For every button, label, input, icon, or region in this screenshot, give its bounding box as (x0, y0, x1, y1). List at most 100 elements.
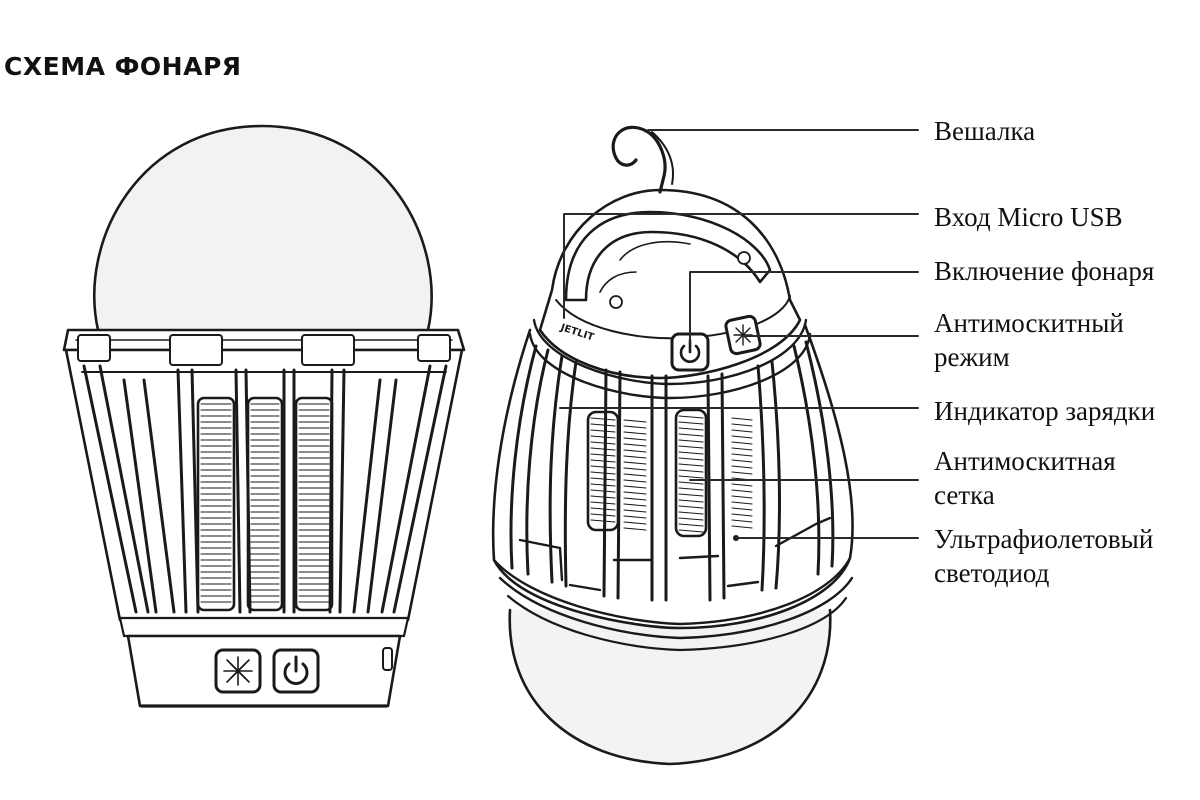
coil-line (623, 503, 647, 507)
coil-line (590, 501, 616, 505)
coil-line (731, 447, 753, 451)
coil-line (590, 447, 616, 451)
coil-line (590, 507, 616, 511)
side-base (126, 634, 402, 708)
label-hanger: Вешалка (934, 116, 1036, 146)
cap-mosquito-mode-button (724, 314, 762, 356)
coil-line (731, 489, 753, 493)
coil-line (678, 475, 704, 479)
coil-line (590, 513, 616, 517)
coil-line (623, 461, 647, 465)
coil-line (731, 465, 753, 469)
coil-line (590, 453, 616, 457)
hook (611, 125, 667, 194)
side-cage-bars (82, 364, 448, 614)
coil-line (678, 427, 704, 431)
coil-line (590, 519, 616, 523)
callout-leaders (559, 129, 919, 539)
coil-line (590, 429, 616, 433)
lantern-side-view (62, 124, 466, 708)
coil-line (623, 425, 647, 429)
coil-line (731, 501, 753, 505)
label-micro-usb: Вход Micro USB (934, 202, 1123, 232)
coil-line (623, 473, 647, 477)
coil-line (590, 459, 616, 463)
coil-line (678, 499, 704, 503)
side-coil-panels (196, 396, 334, 612)
coil-line (731, 453, 753, 457)
coil-line (678, 517, 704, 521)
coil-line (731, 507, 753, 511)
coil-line (678, 451, 704, 455)
side-dome (93, 124, 433, 332)
coil-line (590, 489, 616, 493)
coil-line (623, 515, 647, 519)
perspective-cage-bars (509, 340, 835, 602)
coil-line (590, 465, 616, 469)
coil-line (678, 481, 704, 485)
coil-line (678, 433, 704, 437)
side-mosquito-mode-button (214, 648, 262, 694)
coil-line (731, 459, 753, 463)
coil-line (678, 493, 704, 497)
coil-line (731, 513, 753, 517)
coil-line (731, 441, 753, 445)
coil-line (623, 431, 647, 435)
lantern-perspective-view: JETLIT (491, 125, 854, 766)
diagram-title: СХЕМА ФОНАРЯ (4, 52, 242, 81)
coil-line (731, 429, 753, 433)
coil-line (678, 487, 704, 491)
coil-line (623, 467, 647, 471)
coil-line (590, 477, 616, 481)
coil-line (623, 527, 647, 531)
coil-line (623, 509, 647, 513)
leader-micro-usb (563, 213, 919, 319)
coil-line (623, 491, 647, 495)
coil-line (731, 525, 753, 529)
coil-line (678, 523, 704, 527)
bottom-dome (508, 608, 832, 766)
label-power: Включение фонаря (934, 256, 1155, 286)
coil-line (678, 511, 704, 515)
coil-line (623, 443, 647, 447)
coil-line (678, 469, 704, 473)
coil-line (731, 471, 753, 475)
coil-line (623, 455, 647, 459)
coil-line (623, 479, 647, 483)
coil-line (731, 483, 753, 487)
inner-coil (586, 408, 753, 538)
coil-line (731, 519, 753, 523)
side-power-button (272, 648, 320, 694)
coil-line (678, 421, 704, 425)
coil-line (623, 497, 647, 501)
coil-line (590, 495, 616, 499)
coil-line (731, 423, 753, 427)
coil-line (590, 423, 616, 427)
leader-power (689, 271, 919, 343)
coil-line (678, 439, 704, 443)
coil-line (623, 485, 647, 489)
coil-line (678, 415, 704, 419)
coil-line (678, 505, 704, 509)
label-charge-indicator: Индикатор зарядки (934, 396, 1156, 426)
coil-line (590, 471, 616, 475)
coil-line (731, 495, 753, 499)
coil-line (623, 521, 647, 525)
coil-line (590, 417, 616, 421)
coil-line (590, 435, 616, 439)
coil-line (678, 463, 704, 467)
coil-line (731, 417, 753, 421)
coil-line (623, 437, 647, 441)
coil-line (678, 529, 704, 533)
hanger-handle (564, 210, 772, 302)
coil-line (678, 457, 704, 461)
coil-line (678, 445, 704, 449)
coil-line (731, 435, 753, 439)
side-rim-tabs (77, 334, 451, 366)
lower-struts (518, 516, 832, 592)
coil-line (590, 441, 616, 445)
